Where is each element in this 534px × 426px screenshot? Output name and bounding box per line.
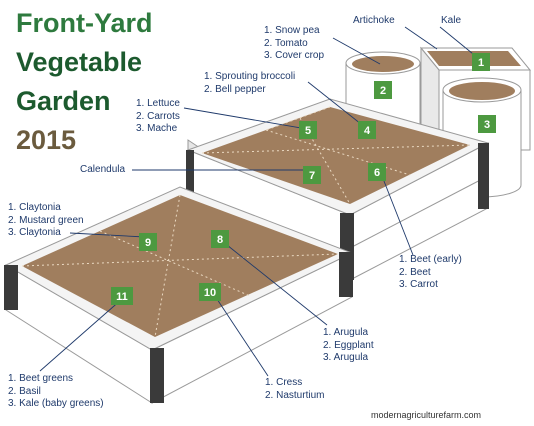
plot-badge-4 <box>358 121 376 139</box>
plot-badge-label-3: 3 <box>484 119 490 131</box>
front-raised-bed <box>4 186 354 404</box>
label-plot5-line-3: 3. Mache <box>136 123 178 134</box>
plot-badge-9 <box>139 233 157 251</box>
plot-badge-label-4: 4 <box>364 125 371 137</box>
label-plot10: 1. Cress 2. Nasturtium <box>265 377 324 402</box>
label-plot4-line-1: 1. Sprouting broccoli <box>204 71 296 82</box>
badges: 1 2 3 4 5 6 7 8 9 10 11 <box>111 53 496 305</box>
title-line-1: Front-Yard <box>16 8 153 38</box>
label-plot7: Calendula <box>80 164 126 175</box>
label-plot10-line-1: 1. Cress <box>265 377 303 388</box>
plot-badge-label-11: 11 <box>116 291 128 303</box>
label-plot5: 1. Lettuce 2. Carrots 3. Mache <box>136 98 180 136</box>
label-plot5-line-1: 1. Lettuce <box>136 98 180 109</box>
plot-badge-label-2: 2 <box>380 85 386 97</box>
label-plot8-line-1: 1. Arugula <box>323 327 369 338</box>
plot-badge-label-9: 9 <box>145 237 151 249</box>
credit-text: modernagriculturefarm.com <box>371 410 482 420</box>
leader-artichoke <box>404 26 438 50</box>
label-artichoke: Artichoke <box>353 15 395 26</box>
plot-badge-7 <box>303 166 321 184</box>
label-plot6: 1. Beet (early) 2. Beet 3. Carrot <box>399 254 462 292</box>
label-plot8-line-3: 3. Arugula <box>323 352 369 363</box>
label-plot6-line-3: 3. Carrot <box>399 279 438 290</box>
leader-plot8 <box>221 240 328 326</box>
label-plot10-line-2: 2. Nasturtium <box>265 389 325 401</box>
label-plot9-line-1: 1. Claytonia <box>8 202 61 213</box>
plot-badge-label-6: 6 <box>374 167 380 179</box>
label-plot2-line-3: 3. Cover crop <box>264 50 325 61</box>
leader-plot5 <box>183 107 308 130</box>
plot-badge-label-7: 7 <box>309 170 315 182</box>
label-plot11-line-3: 3. Kale (baby greens) <box>8 398 104 409</box>
plot-badge-label-5: 5 <box>305 125 311 137</box>
label-plot11-line-1: 1. Beet greens <box>8 373 74 384</box>
label-plot5-line-2: 2. Carrots <box>136 110 180 122</box>
plot-badge-label-1: 1 <box>478 57 484 69</box>
leader-plot2 <box>332 37 381 65</box>
label-plot11: 1. Beet greens 2. Basil 3. Kale (baby gr… <box>8 373 104 411</box>
label-plot9: 1. Claytonia 2. Mustard green 3. Clayton… <box>8 202 84 240</box>
leader-plot4 <box>307 81 367 129</box>
leader-plot6 <box>381 175 414 256</box>
leader-lines <box>39 26 479 377</box>
label-plot9-line-2: 2. Mustard green <box>8 214 84 226</box>
plot-badge-label-10: 10 <box>204 287 216 299</box>
plot-badge-5 <box>299 121 317 139</box>
leader-plot9 <box>69 232 146 238</box>
title-year: 2015 <box>16 125 77 155</box>
label-plot2: 1. Snow pea 2. Tomato 3. Cover crop <box>264 25 324 63</box>
label-plot6-line-2: 2. Beet <box>399 266 431 278</box>
title-line-3: Garden <box>16 86 111 116</box>
plot-badge-10 <box>199 283 221 301</box>
plot-badge-8 <box>211 230 229 248</box>
leader-plot10 <box>212 292 269 377</box>
plot-badge-1 <box>472 53 490 71</box>
label-plot8-line-2: 2. Eggplant <box>323 339 374 351</box>
plot-badge-11 <box>111 287 133 305</box>
label-plot2-line-1: 1. Snow pea <box>264 25 320 36</box>
leader-kale <box>439 26 479 59</box>
leader-plot11 <box>39 298 123 372</box>
plot-badge-6 <box>368 163 386 181</box>
label-plot8: 1. Arugula 2. Eggplant 3. Arugula <box>323 327 374 365</box>
label-plot1: Kale <box>441 15 462 26</box>
title-line-2: Vegetable <box>16 47 143 77</box>
label-plot9-line-3: 3. Claytonia <box>8 227 61 238</box>
label-plot2-line-2: 2. Tomato <box>264 37 308 49</box>
plot-badge-2 <box>374 81 392 99</box>
label-plot4: 1. Sprouting broccoli 2. Bell pepper <box>204 71 295 96</box>
plot-badge-3 <box>478 115 496 133</box>
label-plot11-line-2: 2. Basil <box>8 385 41 397</box>
plot-badge-label-8: 8 <box>217 234 223 246</box>
label-plot4-line-2: 2. Bell pepper <box>204 83 266 95</box>
label-plot6-line-1: 1. Beet (early) <box>399 254 462 265</box>
